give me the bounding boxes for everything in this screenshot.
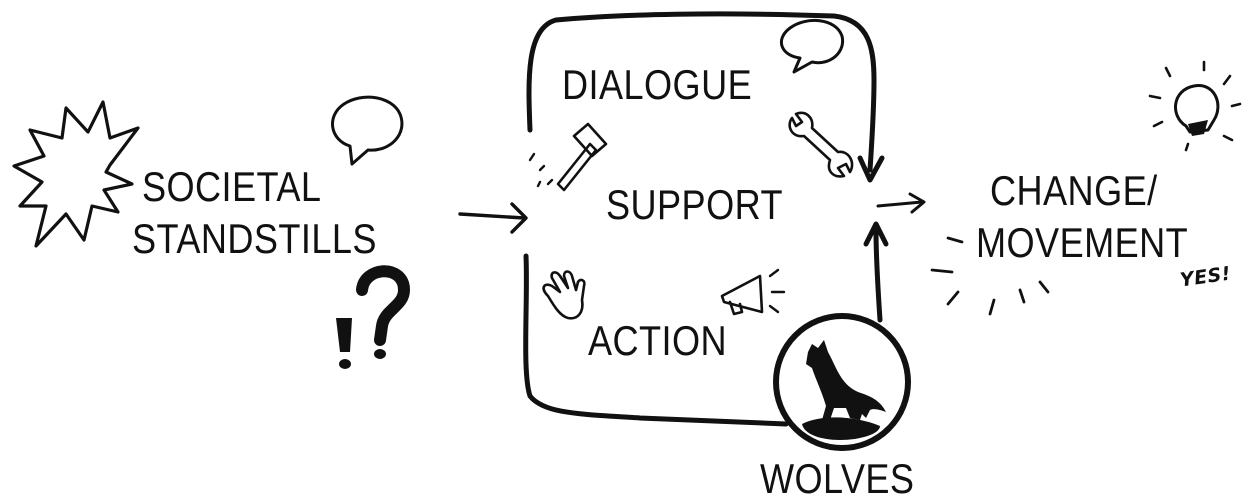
wolves-badge — [773, 313, 911, 451]
wolves-label: WOLVES — [760, 455, 915, 502]
societal-label: SOCIETAL — [142, 163, 322, 210]
dialogue-label: DIALOGUE — [562, 61, 753, 108]
exclaim-question-icon — [336, 265, 411, 369]
wolf-icon — [806, 340, 886, 420]
hammer-icon — [528, 122, 608, 192]
speech-bubble-icon-left — [331, 95, 404, 166]
change-label: CHANGE/ — [990, 167, 1158, 214]
movement-label: MOVEMENT — [976, 219, 1189, 266]
speech-bubble-icon-top — [779, 18, 845, 74]
arrow-to-change — [876, 192, 926, 214]
lightbulb-icon — [1148, 60, 1242, 152]
loop-outline — [523, 11, 889, 427]
arrow-to-loop — [458, 202, 528, 234]
action-label: ACTION — [588, 317, 728, 364]
megaphone-icon — [720, 268, 786, 316]
standstills-label: STANDSTILLS — [132, 215, 377, 262]
wrench-icon — [788, 111, 854, 178]
sparkle-lines — [930, 236, 1050, 316]
support-label: SUPPORT — [606, 181, 783, 228]
hand-icon — [542, 270, 586, 320]
starburst-icon — [12, 100, 140, 248]
